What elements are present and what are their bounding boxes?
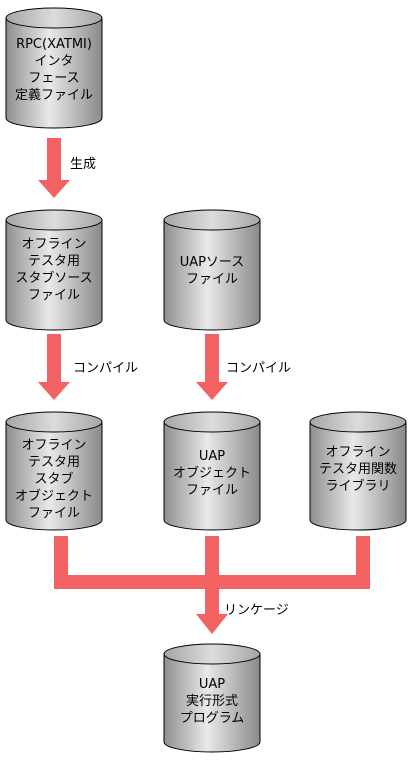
node-idl-file: RPC(XATMI) インタ フェース 定義ファイル (14, 37, 93, 103)
cylinder-body (163, 421, 261, 531)
cylinder-top (163, 209, 261, 231)
cylinder-func-library (309, 411, 407, 531)
cylinder-uap-source (163, 209, 261, 331)
arrow-compile-right (196, 334, 228, 400)
node-stub-object: オフライン テスタ用 スタブ オブジェクト ファイル (14, 438, 93, 521)
cylinder-uap-object (163, 411, 261, 531)
cylinder-stub-source (5, 209, 103, 331)
node-uap-source: UAPソース ファイル (179, 255, 245, 287)
node-executable: UAP 実行形式 プログラム (179, 677, 245, 726)
cylinder-body (163, 653, 261, 753)
cylinder-top (163, 643, 261, 665)
cylinder-body (5, 421, 103, 531)
cylinder-top (5, 209, 103, 231)
label-generate: 生成 (70, 157, 97, 172)
cylinder-stub-object (5, 411, 103, 531)
cylinder-body (309, 421, 407, 531)
cylinder-top (163, 411, 261, 433)
cylinder-idl-file (5, 7, 103, 129)
cylinder-top (309, 411, 407, 433)
link-bar (54, 575, 370, 589)
node-uap-object: UAP オブジェクト ファイル (172, 449, 251, 498)
cylinder-body (5, 17, 103, 129)
cylinder-body (5, 219, 103, 331)
node-func-library: オフライン テスタ用関数 ライブラリ (318, 445, 397, 494)
label-compile-right: コンパイル (226, 361, 292, 376)
arrow-compile-left (38, 334, 70, 400)
cylinder-top (5, 7, 103, 29)
arrow-generate (38, 138, 70, 198)
label-compile-left: コンパイル (73, 361, 139, 376)
cylinder-body (163, 219, 261, 331)
arrow-link (196, 589, 228, 634)
cylinder-top (5, 411, 103, 433)
label-link: リンケージ (224, 603, 289, 618)
cylinder-executable (163, 643, 261, 753)
node-stub-source: オフライン テスタ用 スタブソース ファイル (15, 237, 93, 303)
